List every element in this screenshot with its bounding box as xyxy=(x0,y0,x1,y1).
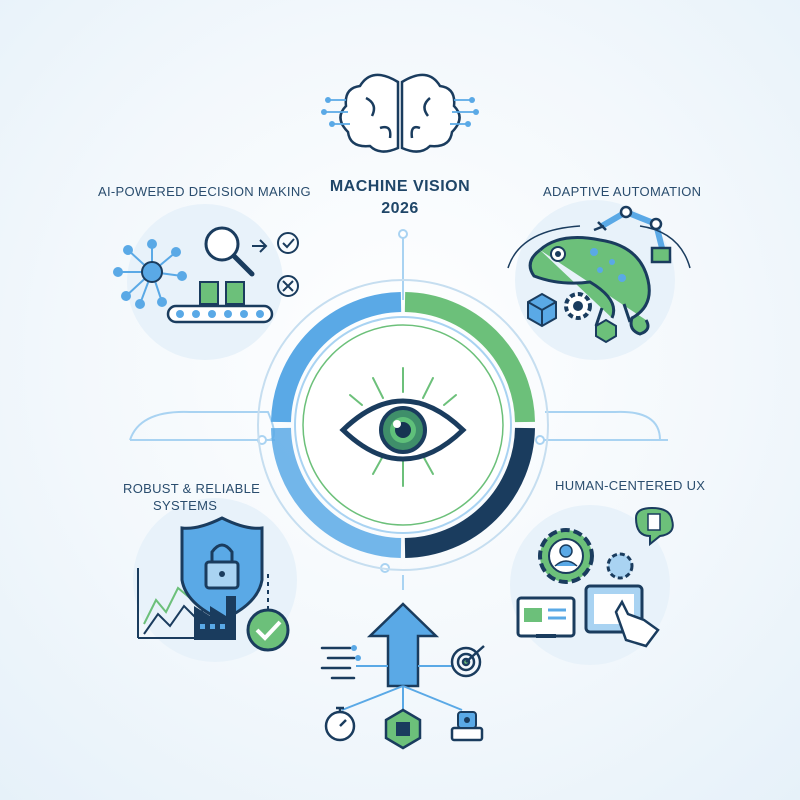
conveyor-icon xyxy=(166,281,274,324)
ring-segment-green xyxy=(404,292,535,423)
check-badge-icon xyxy=(246,574,290,652)
robot-terminal-icon xyxy=(450,711,484,742)
network-icon xyxy=(113,239,187,309)
stopwatch-icon xyxy=(324,706,356,742)
brain-circuit-icon xyxy=(321,73,479,153)
robot-arm-icon xyxy=(593,205,672,264)
up-arrow-icon xyxy=(366,602,440,688)
factory-icon xyxy=(194,596,236,640)
eye-icon xyxy=(339,367,467,487)
ring-segment-blue-top xyxy=(271,292,402,423)
gear-user-icon xyxy=(538,528,634,584)
label-human-centered-ux: HUMAN-CENTERED UX xyxy=(555,478,706,493)
cube-icon xyxy=(527,292,557,328)
check-circle-icon xyxy=(277,232,299,254)
target-icon xyxy=(450,645,485,678)
ring-segment-navy xyxy=(404,427,535,558)
chip-cube-icon xyxy=(384,708,422,750)
title-line-2: 2026 xyxy=(381,200,419,217)
tablet-touch-icon xyxy=(584,584,660,648)
page-title: MACHINE VISION 2026 xyxy=(300,176,500,220)
orbit-arc xyxy=(507,225,691,269)
x-circle-icon xyxy=(277,275,299,297)
label-ai-decision-making: AI-POWERED DECISION MAKING xyxy=(98,184,311,199)
label-robust-systems: ROBUST & RELIABLE SYSTEMS xyxy=(123,480,260,514)
monitor-icon xyxy=(516,596,576,638)
chameleon-icon xyxy=(528,236,651,336)
ring-segment-blue-bottom xyxy=(271,427,402,558)
label-adaptive-automation: ADAPTIVE AUTOMATION xyxy=(543,184,702,199)
gear-icon xyxy=(564,292,617,344)
label-robust-line-1: ROBUST & RELIABLE xyxy=(123,481,261,496)
bottom-connectors xyxy=(341,665,463,712)
chat-bubble-icon xyxy=(634,506,674,547)
magnifier-icon xyxy=(204,226,268,277)
label-robust-line-2: SYSTEMS xyxy=(153,498,218,513)
speed-lines-icon xyxy=(320,645,361,680)
title-line-1: MACHINE VISION xyxy=(329,178,471,195)
